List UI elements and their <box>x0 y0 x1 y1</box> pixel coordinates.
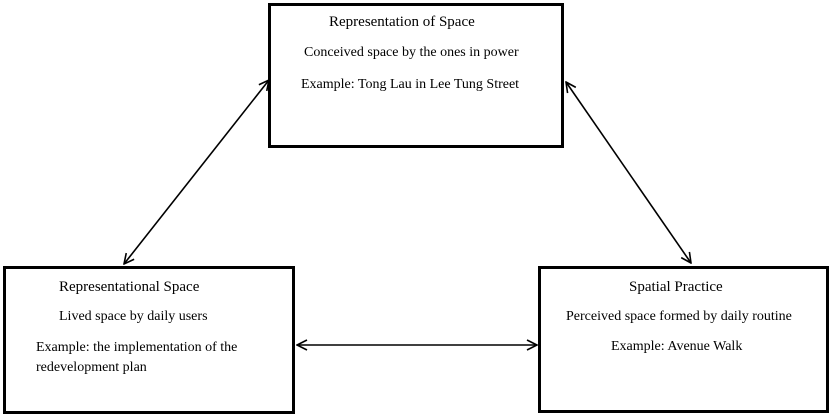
box-description: Perceived space formed by daily routine <box>566 309 792 324</box>
box-description: Lived space by daily users <box>59 309 208 324</box>
arrow-top-right <box>566 82 691 263</box>
representational-space-box: Representational Space Lived space by da… <box>3 266 295 414</box>
box-example: Example: the implementation of the redev… <box>36 340 238 375</box>
spatial-practice-box: Spatial Practice Perceived space formed … <box>538 266 829 413</box>
box-example: Example: Tong Lau in Lee Tung Street <box>301 77 520 92</box>
arrow-top-left <box>124 80 269 264</box>
representation-of-space-box: Representation of Space Conceived space … <box>268 3 564 148</box>
box-example: Example: Avenue Walk <box>611 339 743 354</box>
box-title: Representational Space <box>59 279 200 295</box>
box-title: Representation of Space <box>329 14 475 30</box>
box-description: Conceived space by the ones in power <box>304 45 519 60</box>
box-title: Spatial Practice <box>629 279 723 295</box>
